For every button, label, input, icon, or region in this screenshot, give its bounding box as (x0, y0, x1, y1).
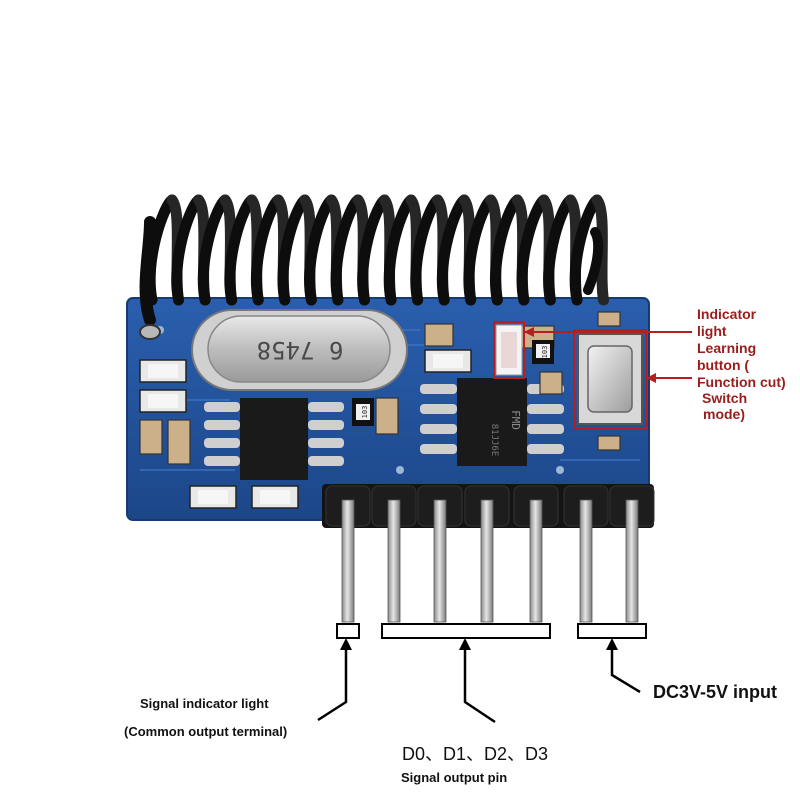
pin-header (322, 484, 655, 623)
chip-marking-2: 81JJ6E (489, 424, 499, 457)
header-pin (529, 499, 543, 623)
header-pin (433, 499, 447, 623)
header-pin (480, 499, 494, 623)
indicator-led (495, 324, 523, 376)
crystal-oscillator: 6 7458 (191, 309, 408, 391)
callout-arrows-red (524, 327, 656, 383)
learning-label-line4: Switch (702, 390, 748, 406)
learning-button (577, 333, 643, 425)
learning-label-line5: mode) (703, 406, 745, 422)
callout-lines-red (493, 321, 692, 429)
smd-components: 103 103 (139, 311, 621, 509)
signal-output-label: Signal output pin (401, 770, 508, 785)
resistor-marking-2: 103 (541, 346, 549, 359)
indicator-label-line2: light (697, 323, 727, 339)
pin-arrows (317, 646, 641, 724)
header-pin (625, 499, 639, 623)
data-pins-label: D0、D1、D2、D3 (402, 744, 549, 764)
indicator-label-line1: Indicator (697, 306, 757, 322)
header-pin (579, 499, 593, 623)
learning-label-line2: button ( (697, 357, 750, 373)
learning-label-line3: Function cut) (697, 374, 786, 390)
signal-indicator-label: Signal indicator light (140, 696, 269, 711)
pin-arrowheads (340, 638, 618, 650)
power-input-label: DC3V-5V input (653, 682, 778, 702)
common-output-label: (Common output terminal) (124, 724, 288, 739)
chip-marking: FMD (509, 410, 522, 430)
crystal-marking: 6 7458 (257, 336, 344, 364)
decoder-chip-left (204, 398, 344, 480)
resistor-marking-1: 103 (361, 406, 369, 419)
pin-brackets (336, 623, 647, 639)
antenna-coil (139, 194, 610, 340)
header-pin (341, 499, 355, 623)
learning-label-line1: Learning (697, 340, 757, 356)
header-pin (387, 499, 401, 623)
decoder-chip-fmd: FMD 81JJ6E (420, 378, 564, 466)
antenna-coil-loop (144, 194, 178, 306)
